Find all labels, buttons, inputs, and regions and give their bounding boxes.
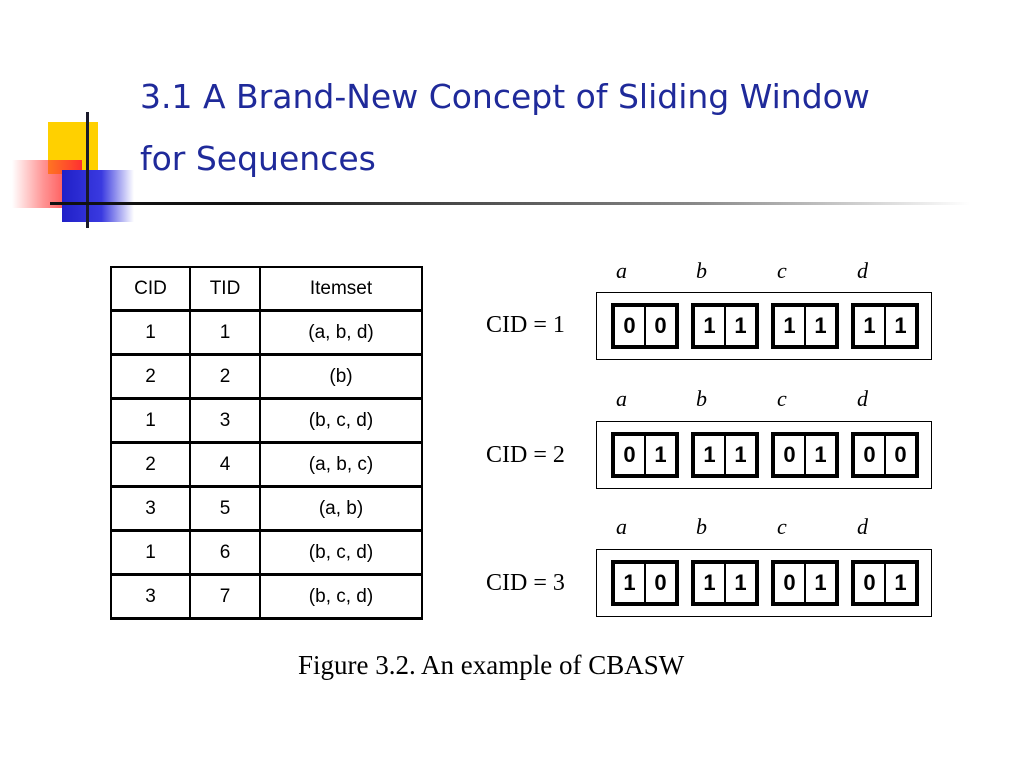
cell-cid: 3 — [110, 485, 191, 532]
bit-cell: 0 — [854, 563, 885, 603]
bitmap-frame: 0 0 1 1 1 1 1 1 — [596, 292, 932, 360]
bit-group: 1 0 — [611, 560, 679, 606]
cell-tid: 5 — [189, 485, 261, 532]
header-cid: CID — [110, 266, 191, 312]
itemset-table: CID TID Itemset 1 1 (a, b, d) 2 2 (b) 1 … — [110, 266, 423, 620]
bitmap-letter: c — [777, 386, 787, 411]
bitmap-letter: b — [696, 258, 707, 283]
bit-group: 0 1 — [771, 560, 839, 606]
bitmap-cid-label: CID = 1 — [486, 312, 565, 338]
bitmap-letter: a — [616, 258, 627, 283]
cell-cid: 1 — [110, 529, 191, 576]
cell-tid: 6 — [189, 529, 261, 576]
cell-cid: 3 — [110, 573, 191, 620]
vertical-rule — [86, 112, 89, 228]
table-row: 3 5 (a, b) — [110, 485, 423, 532]
header-tid: TID — [189, 266, 261, 312]
bit-cell: 0 — [645, 563, 676, 603]
figure-caption: Figure 3.2. An example of CBASW — [298, 650, 685, 680]
bitmap-cid-label: CID = 2 — [486, 442, 565, 468]
bitmap-letter: d — [857, 258, 868, 283]
table-row: 2 2 (b) — [110, 353, 423, 400]
bitmap-frame: 1 0 1 1 0 1 0 1 — [596, 549, 932, 617]
title-underline — [50, 202, 970, 205]
cell-cid: 2 — [110, 353, 191, 400]
cell-tid: 7 — [189, 573, 261, 620]
bit-group: 0 0 — [851, 432, 919, 478]
bit-cell: 0 — [774, 563, 805, 603]
cell-itemset: (b) — [259, 353, 423, 400]
bit-cell: 1 — [885, 306, 916, 346]
bit-cell: 0 — [645, 306, 676, 346]
slide-title-line-1: 3.1 A Brand-New Concept of Sliding Windo… — [140, 77, 870, 116]
bit-cell: 1 — [694, 563, 725, 603]
bitmap-cid-label: CID = 3 — [486, 570, 565, 596]
table-row: 1 6 (b, c, d) — [110, 529, 423, 576]
bit-cell: 1 — [805, 306, 836, 346]
bit-group: 1 1 — [691, 560, 759, 606]
bit-cell: 0 — [854, 435, 885, 475]
bitmap-frame: 0 1 1 1 0 1 0 0 — [596, 421, 932, 489]
cell-itemset: (a, b, d) — [259, 309, 423, 356]
cell-itemset: (a, b, c) — [259, 441, 423, 488]
table-row: 1 1 (a, b, d) — [110, 309, 423, 356]
cell-cid: 1 — [110, 309, 191, 356]
cell-itemset: (b, c, d) — [259, 397, 423, 444]
table-row: 1 3 (b, c, d) — [110, 397, 423, 444]
cell-itemset: (b, c, d) — [259, 573, 423, 620]
slide-title-line-2: for Sequences — [140, 139, 376, 178]
bitmap-letter: d — [857, 386, 868, 411]
cell-tid: 4 — [189, 441, 261, 488]
bit-group: 0 1 — [611, 432, 679, 478]
bitmap-letter: a — [616, 386, 627, 411]
bit-cell: 1 — [725, 435, 756, 475]
bit-cell: 1 — [725, 563, 756, 603]
bit-cell: 0 — [774, 435, 805, 475]
header-itemset: Itemset — [259, 266, 423, 312]
bit-cell: 1 — [854, 306, 885, 346]
bit-cell: 0 — [614, 306, 645, 346]
bit-group: 0 1 — [851, 560, 919, 606]
blue-square-decoration — [62, 170, 134, 222]
bitmap-letter: b — [696, 514, 707, 539]
bit-cell: 1 — [805, 563, 836, 603]
table-row: 2 4 (a, b, c) — [110, 441, 423, 488]
bit-group: 1 1 — [691, 303, 759, 349]
bit-cell: 1 — [645, 435, 676, 475]
bit-cell: 1 — [694, 306, 725, 346]
bit-cell: 1 — [694, 435, 725, 475]
bitmap-letter: c — [777, 514, 787, 539]
bitmap-letter: b — [696, 386, 707, 411]
bit-cell: 0 — [614, 435, 645, 475]
cell-itemset: (b, c, d) — [259, 529, 423, 576]
cell-tid: 2 — [189, 353, 261, 400]
bitmap-letter: c — [777, 258, 787, 283]
bitmap-letter: d — [857, 514, 868, 539]
bit-group: 1 1 — [851, 303, 919, 349]
slide-title: 3.1 A Brand-New Concept of Sliding Windo… — [140, 66, 870, 190]
bit-cell: 0 — [885, 435, 916, 475]
bit-cell: 1 — [774, 306, 805, 346]
cell-cid: 1 — [110, 397, 191, 444]
cell-itemset: (a, b) — [259, 485, 423, 532]
bit-cell: 1 — [725, 306, 756, 346]
bit-cell: 1 — [614, 563, 645, 603]
bitmap-letter: a — [616, 514, 627, 539]
table-header-row: CID TID Itemset — [110, 266, 423, 312]
table-row: 3 7 (b, c, d) — [110, 573, 423, 620]
cell-cid: 2 — [110, 441, 191, 488]
bit-cell: 1 — [885, 563, 916, 603]
bit-group: 0 1 — [771, 432, 839, 478]
bit-group: 0 0 — [611, 303, 679, 349]
bit-group: 1 1 — [691, 432, 759, 478]
bit-cell: 1 — [805, 435, 836, 475]
bit-group: 1 1 — [771, 303, 839, 349]
cell-tid: 3 — [189, 397, 261, 444]
cell-tid: 1 — [189, 309, 261, 356]
